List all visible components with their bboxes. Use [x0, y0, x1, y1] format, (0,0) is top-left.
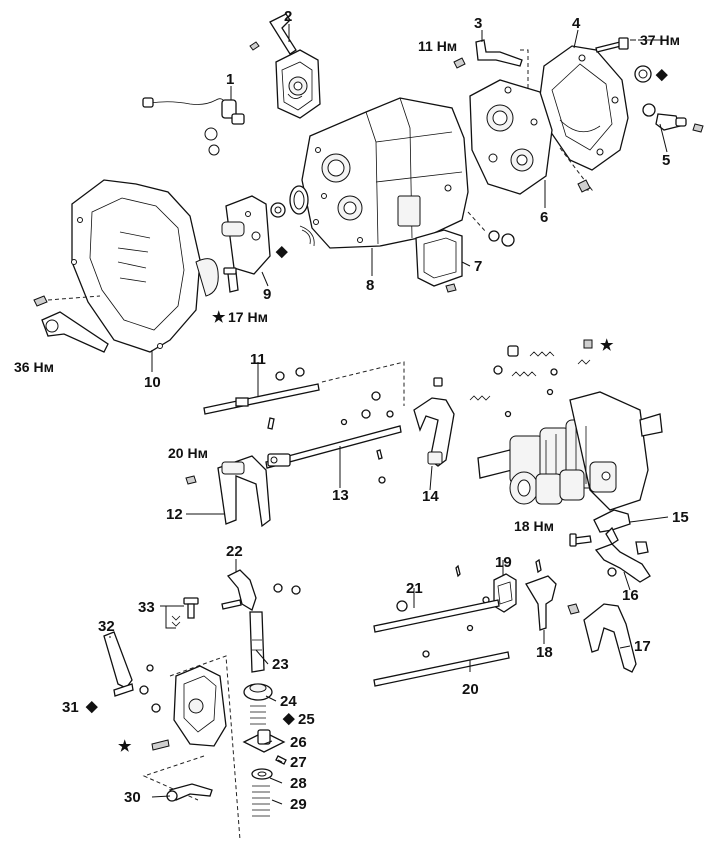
part-12-shift-fork	[217, 455, 271, 528]
callout-11: 11	[250, 351, 266, 368]
callout-3: 3	[474, 15, 482, 32]
torque-label-11nm: 11 Нм	[418, 38, 457, 54]
part-8-transmission-case	[301, 97, 469, 249]
part-27-pin	[275, 755, 287, 765]
part-14-shift-fork	[413, 397, 455, 467]
alignment-line-3-4	[520, 49, 529, 92]
torque-label-17nm: 17 Нм	[228, 309, 268, 325]
torque-label-20nm: 20 Нм	[168, 445, 208, 461]
callout-8: 8	[366, 277, 374, 294]
star-marker-detent: ★	[600, 337, 614, 354]
torque-labels: 11 Нм 37 Нм 17 Нм 36 Нм 20 Нм 18 Нм	[14, 32, 680, 534]
alignment-line-housing	[142, 655, 241, 841]
callout-5: 5	[662, 152, 670, 169]
callout-13: 13	[332, 487, 349, 504]
part-5-speedo-gear	[642, 103, 704, 133]
callout-20: 20	[462, 681, 479, 698]
part-3-bracket	[453, 39, 523, 69]
callout-25: 25	[298, 711, 315, 728]
callout-2: 2	[284, 8, 292, 25]
diamond-marker-31: ◆	[85, 698, 98, 715]
part-24-boot	[243, 683, 273, 701]
diamond-marker-9: ◆	[275, 243, 288, 260]
gear-cluster-assembly	[477, 391, 663, 511]
callout-9: 9	[263, 286, 271, 303]
callout-4: 4	[572, 15, 581, 32]
callout-14: 14	[422, 488, 439, 505]
star-marker-housing: ★	[118, 738, 132, 755]
plug-7	[488, 230, 515, 247]
diamond-marker-4: ◆	[655, 66, 668, 83]
release-fork	[33, 295, 109, 353]
detent-springs	[433, 339, 593, 418]
part-7-cover-gasket	[415, 229, 463, 293]
part-23-lever-shaft	[249, 611, 265, 673]
part-6-intermediate-plate	[469, 79, 553, 195]
callout-21: 21	[406, 580, 423, 597]
part-1-sensor-cable	[142, 97, 245, 156]
small-clip-6	[577, 179, 591, 193]
callout-16: 16	[622, 587, 639, 604]
callout-22: 22	[226, 543, 243, 560]
callout-23: 23	[272, 656, 289, 673]
star-marker-17nm: ★	[212, 309, 226, 326]
bolt-37nm	[595, 37, 629, 53]
diamond-marker-25: ◆	[282, 710, 295, 727]
callout-10: 10	[144, 374, 161, 391]
small-bolt-top	[249, 41, 260, 51]
callout-31: 31	[62, 699, 79, 716]
part-4-extension-housing	[539, 45, 629, 171]
callout-18: 18	[536, 644, 553, 661]
part-18-shift-head	[525, 558, 557, 631]
part-33-bolts	[171, 597, 199, 627]
callout-6: 6	[540, 209, 548, 226]
callout-1: 1	[226, 71, 234, 88]
bolt-20nm	[185, 475, 197, 485]
shift-base-housing	[139, 664, 227, 751]
part-22-lever	[221, 569, 301, 611]
part-9-bearing-retainer	[221, 185, 315, 275]
callout-17: 17	[634, 638, 651, 655]
callout-12: 12	[166, 506, 183, 523]
leader-lines	[109, 24, 669, 805]
torque-label-37nm: 37 Нм	[640, 32, 680, 48]
part-13-shift-rail	[265, 417, 402, 484]
oil-seal-4	[634, 65, 652, 83]
torque-label-36nm: 36 Нм	[14, 359, 54, 375]
callout-27: 27	[290, 754, 307, 771]
part-15-lever	[593, 509, 631, 545]
callout-33: 33	[138, 599, 155, 616]
part-16-link	[594, 541, 651, 583]
part-17-shift-fork	[567, 603, 637, 673]
part-10-clutch-housing	[71, 179, 219, 353]
symbol-markers: ◆ ◆ ★ ◆ ◆ ★ ★	[85, 66, 668, 755]
bolts-near-11	[361, 391, 394, 419]
callout-24: 24	[280, 693, 297, 710]
callout-19: 19	[495, 554, 512, 571]
callout-32: 32	[98, 618, 115, 635]
callout-labels: 1 2 3 4 5 6 7 8 9 10 11 12 13 14 15 16 1…	[62, 8, 689, 813]
alignment-line-11	[321, 361, 405, 406]
part-32-lever	[103, 631, 134, 697]
part-2-shift-housing	[269, 13, 321, 119]
part-26-washer	[242, 729, 286, 753]
alignment-line-7	[467, 211, 487, 233]
callout-26: 26	[290, 734, 307, 751]
part-25-seal	[250, 705, 266, 725]
part-29-spring	[252, 785, 270, 817]
callout-29: 29	[290, 796, 307, 813]
part-11-shift-rail	[203, 367, 320, 415]
callout-15: 15	[672, 509, 689, 526]
part-28-washer	[251, 768, 273, 780]
callout-7: 7	[474, 258, 482, 275]
part-20-shift-rail	[373, 650, 510, 687]
callout-28: 28	[290, 775, 307, 792]
part-30-lever	[166, 783, 213, 802]
bolt-17nm	[223, 267, 239, 293]
part-21-shift-rail	[373, 599, 500, 633]
callout-30: 30	[124, 789, 141, 806]
bolt-18nm	[569, 533, 592, 547]
torque-label-18nm: 18 Нм	[514, 518, 554, 534]
